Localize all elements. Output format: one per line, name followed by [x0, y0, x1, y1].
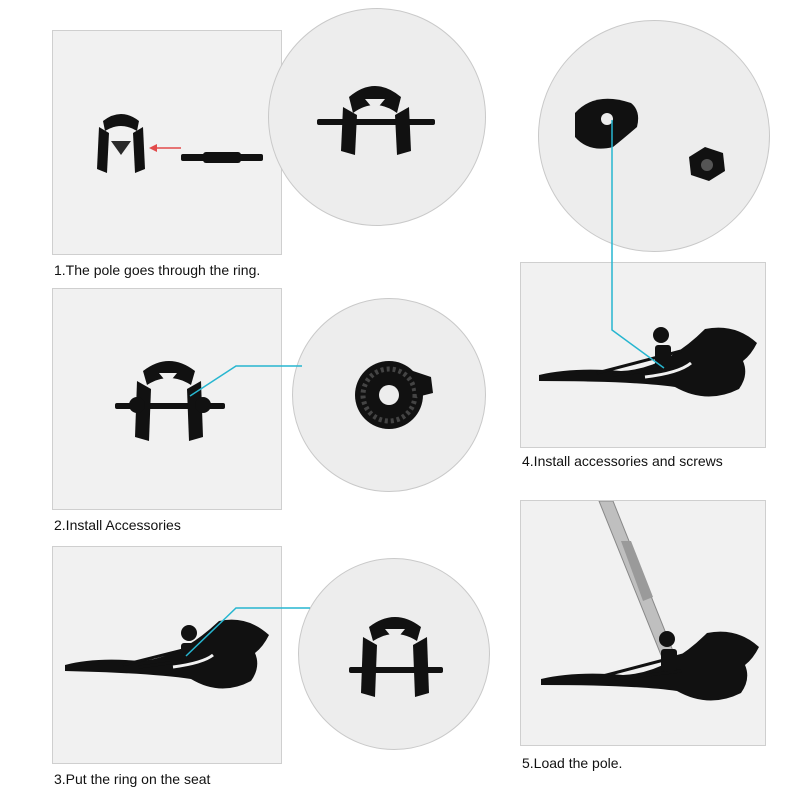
- ring-clamp: [97, 114, 145, 173]
- step-1-zoom: [268, 8, 486, 226]
- pole: [181, 152, 263, 163]
- step-4-caption: 4.Install accessories and screws: [522, 453, 723, 469]
- step-5-caption: 5.Load the pole.: [522, 755, 623, 771]
- step-4-photo: [520, 262, 766, 448]
- step-2-zoom: [292, 298, 486, 492]
- seat-with-pole-illustration: [541, 501, 759, 701]
- cap-and-nut-closeup: [575, 98, 725, 181]
- step-1-caption: 1.The pole goes through the ring.: [54, 262, 261, 278]
- step-2-photo: [52, 288, 282, 510]
- step-1-photo: [52, 30, 282, 255]
- step-4-zoom: [538, 20, 770, 252]
- step-5-photo: [520, 500, 766, 746]
- ring-with-pole-closeup: [317, 86, 435, 155]
- seat-with-accessories-illustration: [539, 327, 757, 397]
- clamp-with-accessories-illustration: [115, 361, 225, 441]
- seat-with-ring-illustration: [65, 619, 269, 689]
- serrated-washer-closeup: [355, 361, 433, 429]
- ring-and-pole-illustration: [97, 114, 263, 173]
- step-2-caption: 2.Install Accessories: [54, 517, 181, 533]
- ring-clamp-closeup: [349, 617, 443, 697]
- step-3-caption: 3.Put the ring on the seat: [54, 771, 211, 787]
- step-3-zoom: [298, 558, 490, 750]
- insert-arrow: [149, 144, 181, 152]
- step-3-photo: [52, 546, 282, 764]
